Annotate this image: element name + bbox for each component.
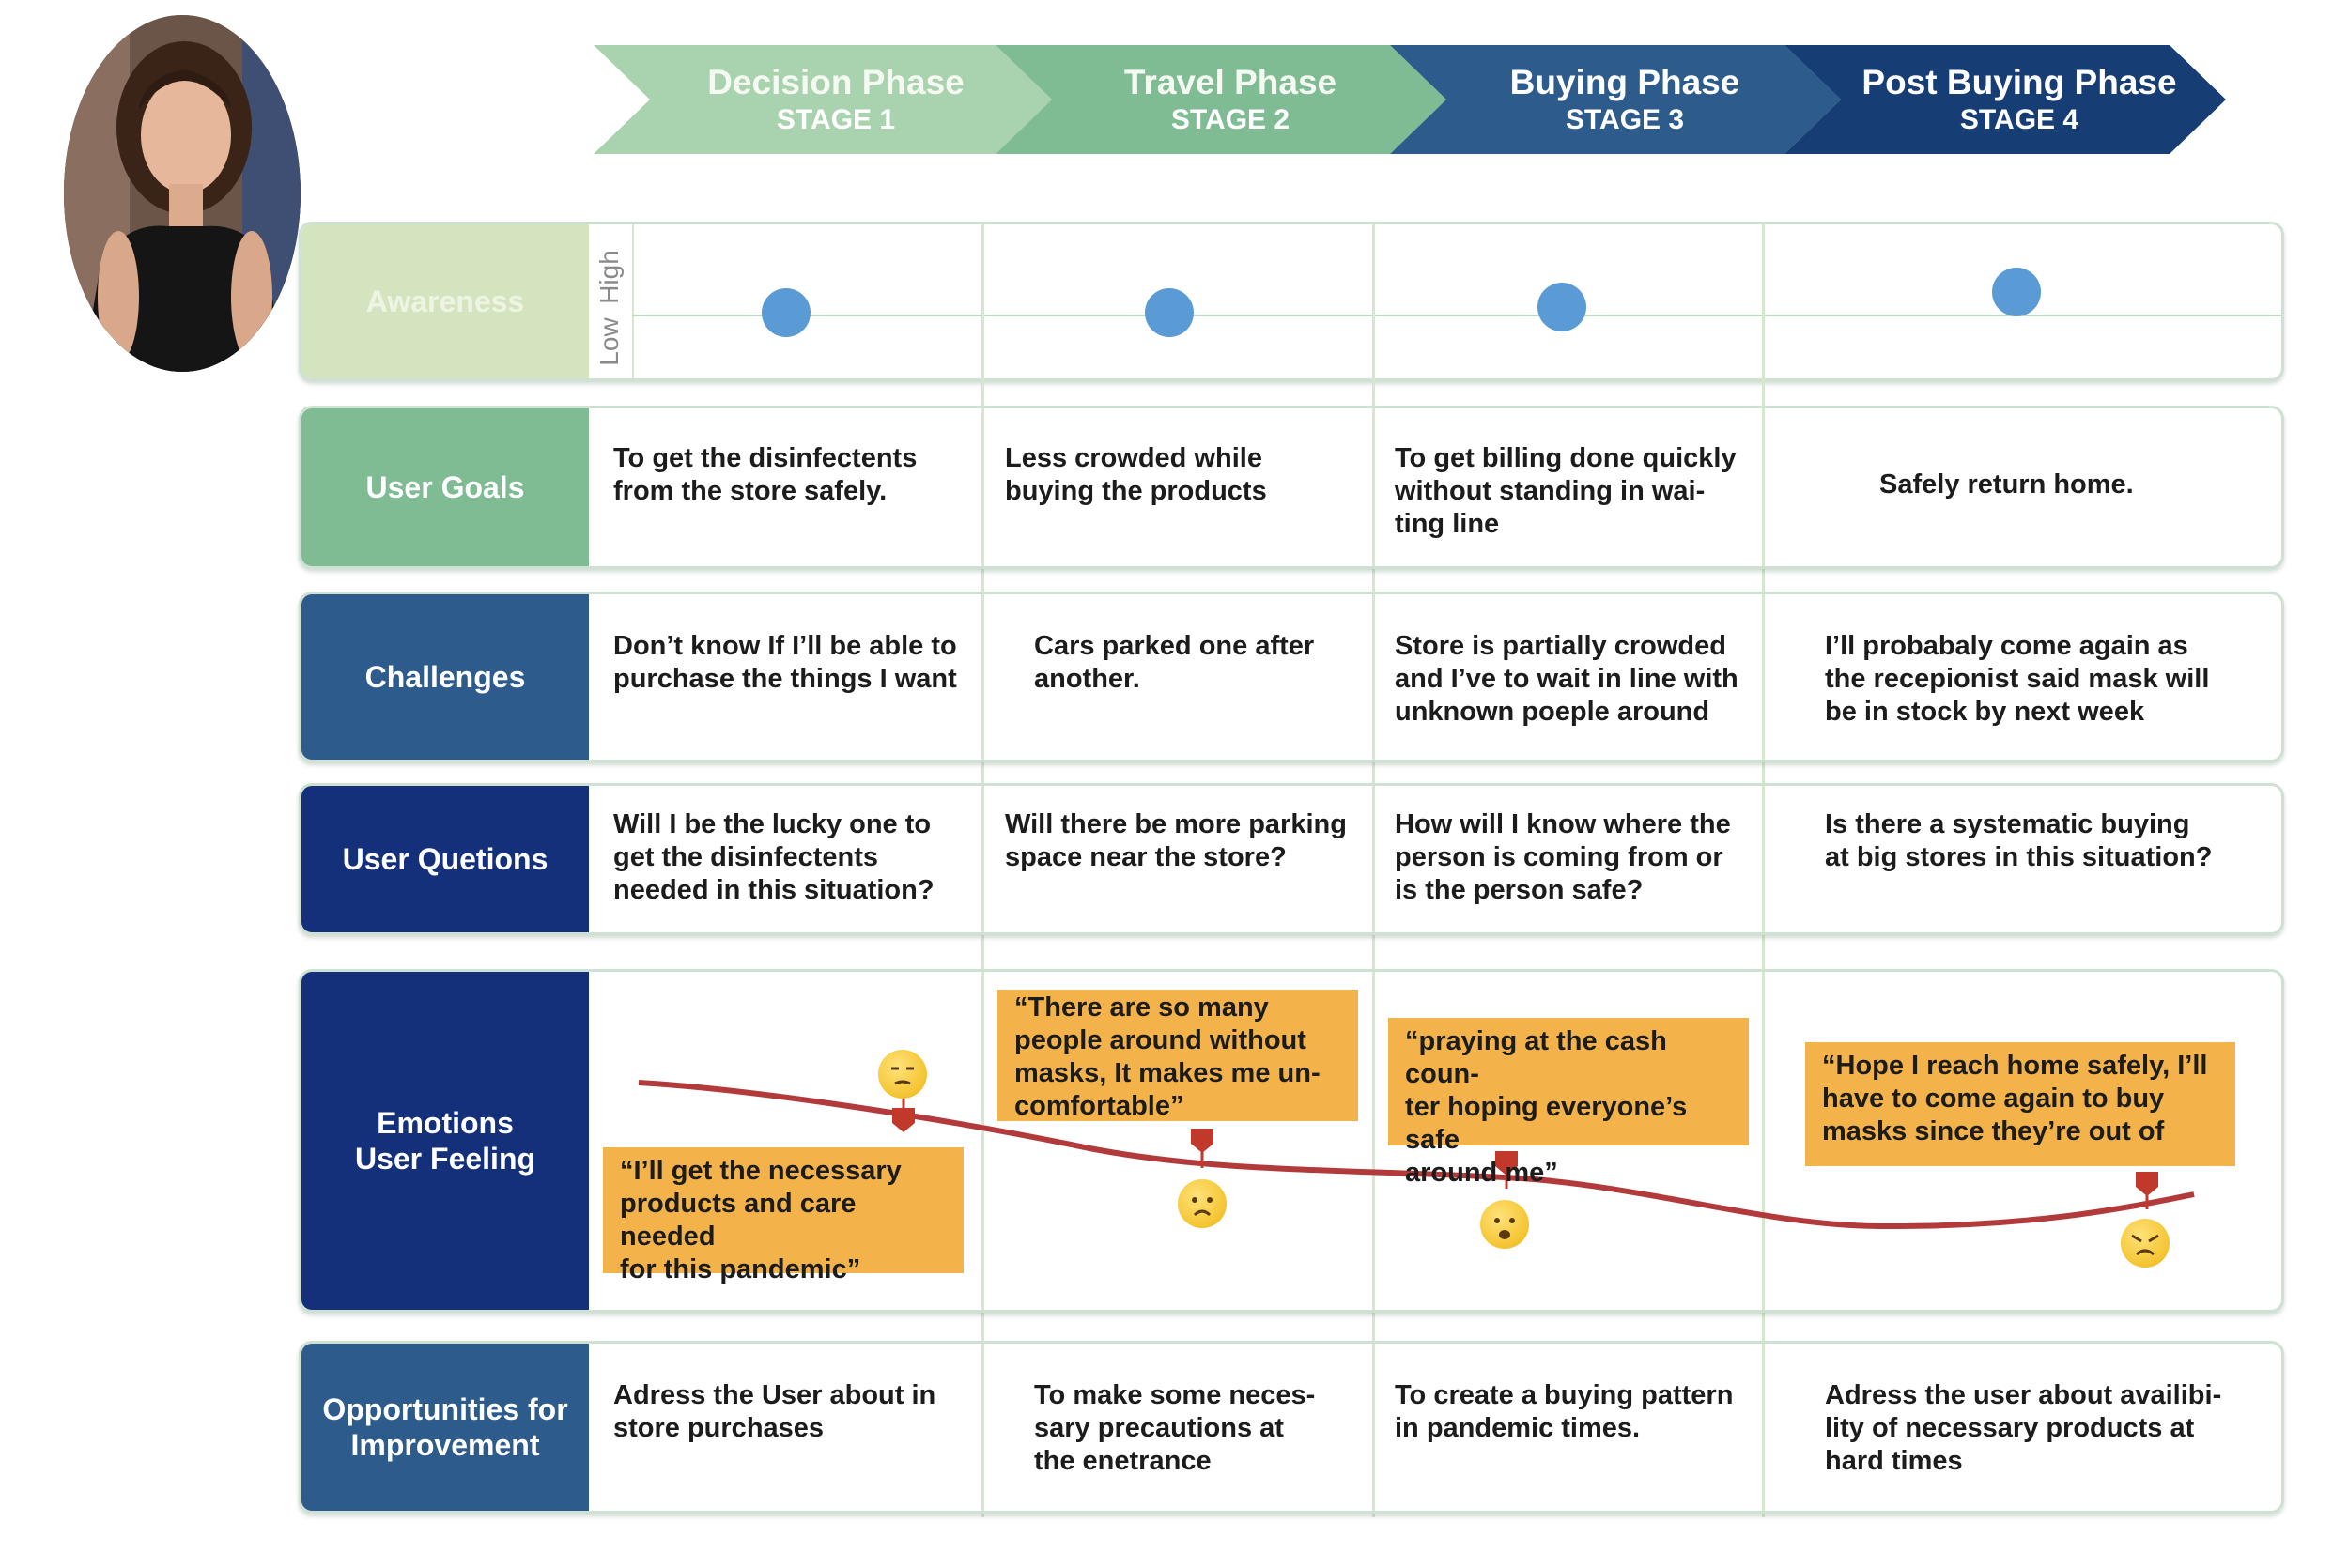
- phase-name: Buying Phase: [1509, 63, 1740, 101]
- angry-face-icon: [2121, 1219, 2170, 1268]
- column-divider: [1372, 222, 1375, 1517]
- challenges-stage-2: Cars parked one after another.: [1034, 631, 1315, 694]
- emotion-marker: [1495, 1151, 1518, 1176]
- phase-stage: STAGE 4: [1959, 104, 2079, 135]
- opportunities-stage-2: To make some neces- sary precautions at …: [1034, 1380, 1316, 1476]
- anxious-face-icon: [1480, 1200, 1529, 1249]
- challenges-row: Challenges Don’t know If I’ll be able to…: [299, 592, 2284, 762]
- user-questions-stage-3: How will I know where the person is comi…: [1395, 809, 1731, 905]
- user-goals-stage-4: Safely return home.: [1879, 469, 2134, 500]
- phase-3-arrow: [1390, 45, 1841, 154]
- challenges-stage-3: Store is partially crowded and I’ve to w…: [1395, 631, 1738, 727]
- opportunities-stage-3: To create a buying pattern in pandemic t…: [1395, 1380, 1734, 1443]
- phase-chevrons: [594, 45, 2226, 154]
- emotions-row: Emotions User Feeling: [299, 969, 2284, 1313]
- phase-4-arrow: [1784, 45, 2226, 154]
- user-goals-stage-2: Less crowded while buying the products: [1005, 443, 1267, 506]
- emotion-marker: [1191, 1129, 1213, 1153]
- emotion-quote-stage-4: “Hope I reach home safely, I’ll have to …: [1805, 1042, 2235, 1166]
- awareness-point-stage-4: [1992, 268, 2041, 316]
- phase-stage: STAGE 3: [1565, 104, 1685, 135]
- phase-post-buying: Post Buying Phase STAGE 4: [1841, 45, 2198, 154]
- user-questions-stage-2: Will there be more parking space near th…: [1005, 809, 1347, 872]
- opportunities-stage-4: Adress the user about availibi- lity of …: [1825, 1380, 2222, 1476]
- phase-travel: Travel Phase STAGE 2: [1052, 45, 1409, 154]
- column-divider: [981, 222, 984, 1517]
- emotion-markers: [892, 1108, 2158, 1196]
- awareness-point-stage-3: [1537, 283, 1586, 331]
- phase-name: Travel Phase: [1123, 63, 1337, 101]
- opportunities-row: Opportunities for Improvement Adress the…: [299, 1341, 2284, 1514]
- phase-stage: STAGE 1: [776, 104, 896, 135]
- phase-1-arrow: [594, 45, 1052, 154]
- phase-2-arrow: [996, 45, 1446, 154]
- phase-decision: Decision Phase STAGE 1: [657, 45, 1014, 154]
- column-divider: [1762, 222, 1765, 1517]
- phase-name: Post Buying Phase: [1861, 63, 2177, 101]
- awareness-point-stage-1: [762, 288, 811, 337]
- phase-stage: STAGE 2: [1170, 104, 1290, 135]
- user-goals-label: User Goals: [301, 408, 589, 566]
- awareness-row: Awareness High Low: [299, 222, 2284, 381]
- opportunities-stage-1: Adress the User about in store purchases: [613, 1380, 936, 1443]
- worried-face-icon: [1178, 1179, 1227, 1228]
- emotion-quote-stage-3: “praying at the cash coun- ter hoping ev…: [1388, 1018, 1749, 1188]
- challenges-stage-1: Don’t know If I’ll be able to purchase t…: [613, 631, 957, 694]
- phase-name: Decision Phase: [707, 63, 965, 101]
- opportunities-label: Opportunities for Improvement: [301, 1344, 589, 1511]
- user-questions-stage-1: Will I be the lucky one to get the disin…: [613, 809, 935, 905]
- neutral-face-icon: [878, 1050, 927, 1099]
- user-goals-row: User Goals To get the disinfectents from…: [299, 406, 2284, 569]
- emotion-quote-stage-2: “There are so many people around without…: [997, 990, 1358, 1121]
- emotion-marker: [2136, 1172, 2158, 1196]
- user-questions-label: User Quetions: [301, 786, 589, 932]
- user-questions-row: User Quetions Will I be the lucky one to…: [299, 783, 2284, 935]
- emotion-marker: [892, 1108, 915, 1132]
- challenges-label: Challenges: [301, 594, 589, 760]
- user-questions-stage-4: Is there a systematic buying at big stor…: [1825, 809, 2213, 872]
- challenges-stage-4: I’ll probabaly come again as the recepio…: [1825, 631, 2210, 727]
- awareness-label: Awareness: [301, 224, 589, 378]
- phase-buying: Buying Phase STAGE 3: [1446, 45, 1803, 154]
- awareness-point-stage-2: [1145, 288, 1194, 337]
- user-goals-stage-1: To get the disinfectents from the store …: [613, 443, 918, 506]
- emotions-label: Emotions User Feeling: [301, 972, 589, 1310]
- user-goals-stage-3: To get billing done quickly without stan…: [1395, 443, 1737, 539]
- awareness-axis: High Low: [589, 224, 634, 378]
- awareness-baseline: [632, 315, 2281, 316]
- emotion-quote-stage-1: “I’ll get the necessary products and car…: [603, 1147, 964, 1284]
